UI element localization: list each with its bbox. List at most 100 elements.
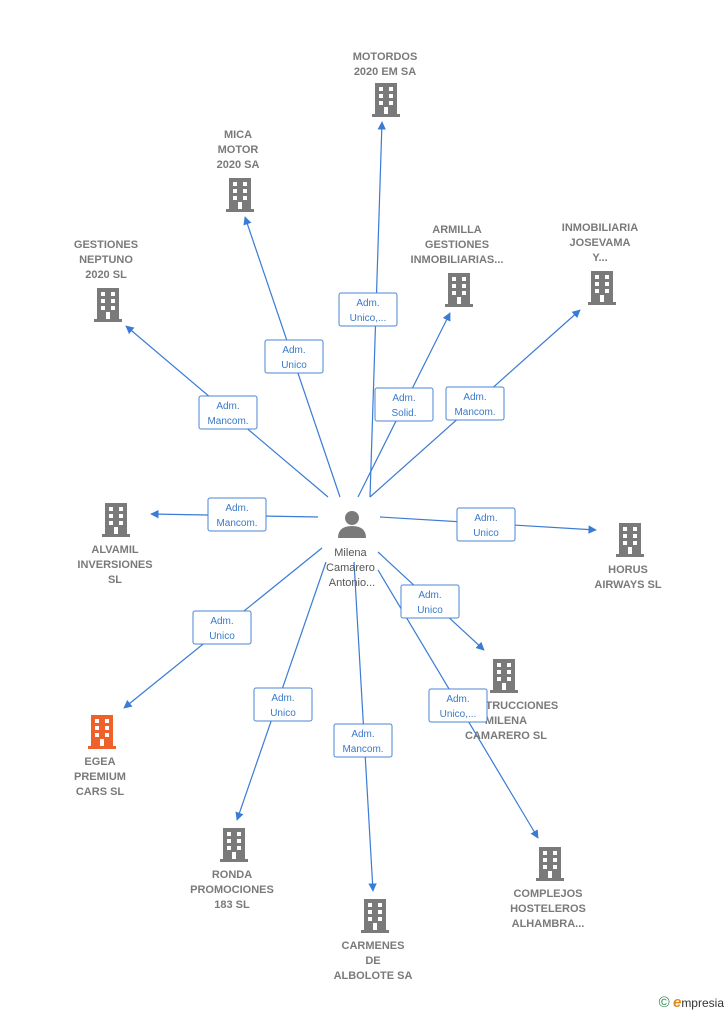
company-name-line: CAMARERO SL xyxy=(465,730,547,742)
role-badge-box xyxy=(253,687,313,722)
role-text-line: Unico,... xyxy=(350,313,387,324)
role-text-line: Adm. xyxy=(474,513,497,524)
building-icon xyxy=(616,523,644,557)
company-name-line: GESTIONES xyxy=(425,239,489,251)
company-name-line: 2020 EM SA xyxy=(354,66,416,78)
company-name-line: SL xyxy=(108,574,122,586)
company-name-line: AIRWAYS SL xyxy=(594,579,662,591)
role-text-line: Adm. xyxy=(225,503,248,514)
center-person[interactable]: Milena Camarero Antonio... xyxy=(326,511,378,589)
company-name-line: NEPTUNO xyxy=(79,254,133,266)
brand-initial: e xyxy=(672,994,682,1011)
role-text-line: Unico xyxy=(281,360,307,371)
role-text: Adm. Unico,... xyxy=(350,298,387,324)
role-badge-box xyxy=(192,610,252,645)
role-badge-ronda[interactable]: Adm.Unico xyxy=(253,687,313,722)
role-badge-box xyxy=(333,723,393,758)
person-icon xyxy=(338,511,366,538)
role-text: Adm.Mancom. xyxy=(342,729,383,755)
company-node-motordos[interactable]: MOTORDOS 2020 EM SA xyxy=(353,51,418,117)
role-badge-alvamil[interactable]: Adm.Mancom. xyxy=(207,497,267,532)
role-text-line: Adm. xyxy=(356,298,379,309)
company-name: HORUS AIRWAYS SL xyxy=(594,564,662,591)
company-node-carmenes[interactable]: CARMENES DE ALBOLOTE SA xyxy=(334,899,413,982)
role-text-line: Adm. xyxy=(418,590,441,601)
company-name: MOTORDOS 2020 EM SA xyxy=(353,51,418,78)
role-badge-box xyxy=(264,339,324,374)
role-badge-josevama[interactable]: Adm. Mancom. xyxy=(445,386,505,421)
company-name-line: ALBOLOTE SA xyxy=(334,970,413,982)
copyright-icon: © xyxy=(658,994,670,1011)
building-icon xyxy=(220,828,248,862)
role-badge-construcciones[interactable]: Adm. Unico xyxy=(400,584,460,619)
role-badge-box xyxy=(338,292,398,327)
role-badge-carmenes[interactable]: Adm.Mancom. xyxy=(333,723,393,758)
company-name-line: CARMENES xyxy=(342,940,405,952)
role-badge-box xyxy=(445,386,505,421)
role-text: Adm.Unico xyxy=(281,345,307,371)
role-text: Adm.Mancom. xyxy=(216,503,257,529)
role-badge-mica[interactable]: Adm.Unico xyxy=(264,339,324,374)
company-name-line: DE xyxy=(365,955,380,967)
role-text-line: Adm. xyxy=(463,392,486,403)
company-name-line: GESTIONES xyxy=(74,239,138,251)
brand-logo: © empresia xyxy=(659,994,724,1011)
role-badge-armilla[interactable]: Adm.Solid. xyxy=(374,387,434,422)
center-name-line: Milena xyxy=(334,547,367,559)
role-text: Adm. Unico xyxy=(417,590,443,616)
role-badge-box xyxy=(456,507,516,542)
center-name: Milena Camarero Antonio... xyxy=(326,547,378,589)
role-badge-complejos[interactable]: Adm.Unico,... xyxy=(428,688,488,723)
building-icon xyxy=(226,178,254,212)
center-name-line: Antonio... xyxy=(329,577,375,589)
building-icon xyxy=(372,83,400,117)
role-text-line: Unico xyxy=(417,605,443,616)
role-badge-box xyxy=(198,395,258,430)
role-text-line: Adm. xyxy=(210,616,233,627)
building-icon xyxy=(361,899,389,933)
building-icon xyxy=(490,659,518,693)
company-node-horus[interactable]: HORUS AIRWAYS SL xyxy=(594,523,662,591)
role-badge-gestiones-neptuno[interactable]: Adm.Mancom. xyxy=(198,395,258,430)
role-text-line: Mancom. xyxy=(207,416,248,427)
role-text-line: Adm. xyxy=(271,693,294,704)
company-name-line: Y... xyxy=(592,252,607,264)
building-icon xyxy=(94,288,122,322)
role-badge-horus[interactable]: Adm.Unico xyxy=(456,507,516,542)
company-name-line: CARS SL xyxy=(76,786,125,798)
brand-name: mpresia xyxy=(681,996,724,1010)
company-name-line: HORUS xyxy=(608,564,648,576)
company-name-line: MILENA xyxy=(485,715,527,727)
company-name-line: ALVAMIL xyxy=(91,544,139,556)
company-name-line: MICA xyxy=(224,129,252,141)
building-icon xyxy=(536,847,564,881)
company-name-line: ALHAMBRA... xyxy=(512,918,585,930)
role-badge-box xyxy=(207,497,267,532)
company-name-line: MOTORDOS xyxy=(353,51,418,63)
building-icon xyxy=(88,715,116,749)
company-name-line: MOTOR xyxy=(218,144,259,156)
role-badge-motordos[interactable]: Adm. Unico,... xyxy=(338,292,398,327)
role-text-line: Mancom. xyxy=(454,407,495,418)
center-name-line: Camarero xyxy=(326,562,375,574)
role-text: Adm.Unico xyxy=(473,513,499,539)
role-badge-egea[interactable]: Adm.Unico xyxy=(192,610,252,645)
building-icon xyxy=(102,503,130,537)
company-name-line: HOSTELEROS xyxy=(510,903,586,915)
role-text-line: Solid. xyxy=(391,408,416,419)
role-text: Adm.Unico xyxy=(270,693,296,719)
